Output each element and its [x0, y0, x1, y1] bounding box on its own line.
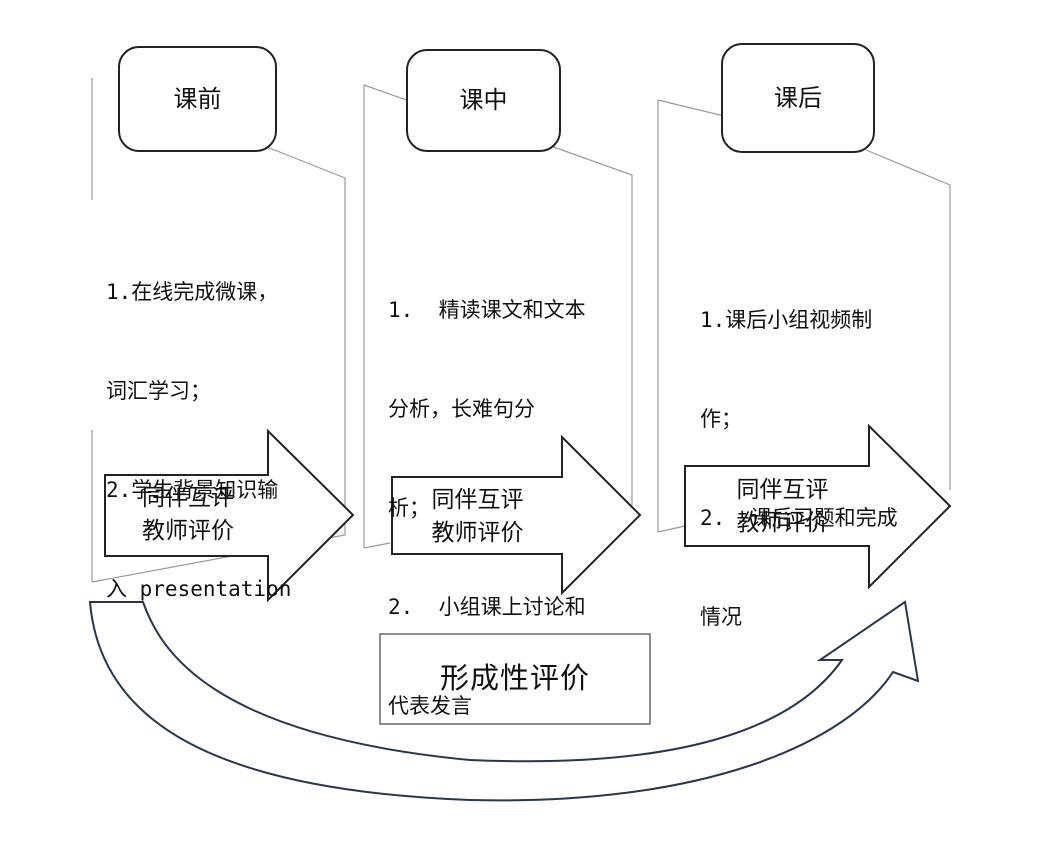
header-label-during: 课中	[459, 86, 508, 114]
header-box-before	[118, 46, 277, 152]
header-box-during	[406, 49, 561, 152]
content-line: 2. 课后习题和完成	[700, 506, 898, 530]
arrow-label-line: 同伴互评	[736, 477, 829, 503]
content-line: 1.课后小组视频制	[700, 308, 873, 332]
header-label-before: 课前	[173, 85, 222, 113]
arrow-label-line: 同伴互评	[431, 487, 524, 513]
arrow-label-after: 同伴互评 教师评价	[700, 474, 865, 540]
phase-banner-during	[363, 84, 633, 549]
arrow-label-line: 教师评价	[142, 518, 234, 544]
content-line: 代表发言	[388, 694, 472, 718]
phase-content-after: 1.课后小组视频制 作； 2. 课后习题和完成 情况	[700, 238, 945, 700]
arrow-label-line: 教师评价	[431, 520, 524, 546]
phase-banner-before	[91, 78, 346, 583]
phase-banner-after	[657, 99, 951, 533]
content-line: 情况	[700, 605, 742, 629]
curved-arrow	[88, 600, 920, 802]
arrow-label-line: 同伴互评	[142, 485, 234, 511]
content-line: 1.在线完成微课，	[106, 280, 279, 304]
formative-box	[379, 633, 651, 725]
block-arrow-during	[391, 434, 642, 596]
header-box-after	[721, 43, 875, 153]
content-line: 作；	[700, 407, 742, 431]
phase-content-before: 1.在线完成微课， 词汇学习； 2.学生背景知识输 入 presentation	[106, 210, 341, 672]
arrow-label-during: 同伴互评 教师评价	[395, 484, 560, 550]
content-line: 2.学生背景知识输	[106, 478, 279, 502]
content-line: 2. 小组课上讨论和	[388, 595, 586, 619]
formative-evaluation-label: 形成性评价	[439, 661, 590, 695]
block-arrow-before	[104, 428, 355, 603]
phase-content-during: 1. 精读课文和文本 分析，长难句分 析； 2. 小组课上讨论和 代表发言	[388, 228, 628, 789]
block-arrow-after	[684, 423, 952, 590]
content-line: 入 presentation	[106, 577, 292, 601]
content-line: 析；	[388, 496, 430, 520]
content-line: 1. 精读课文和文本	[388, 298, 586, 322]
content-line: 词汇学习；	[106, 379, 211, 403]
arrow-label-line: 教师评价	[736, 510, 829, 536]
header-label-after: 课后	[774, 84, 822, 112]
arrow-label-before: 同伴互评 教师评价	[108, 482, 268, 548]
content-line: 分析，长难句分	[388, 397, 535, 421]
